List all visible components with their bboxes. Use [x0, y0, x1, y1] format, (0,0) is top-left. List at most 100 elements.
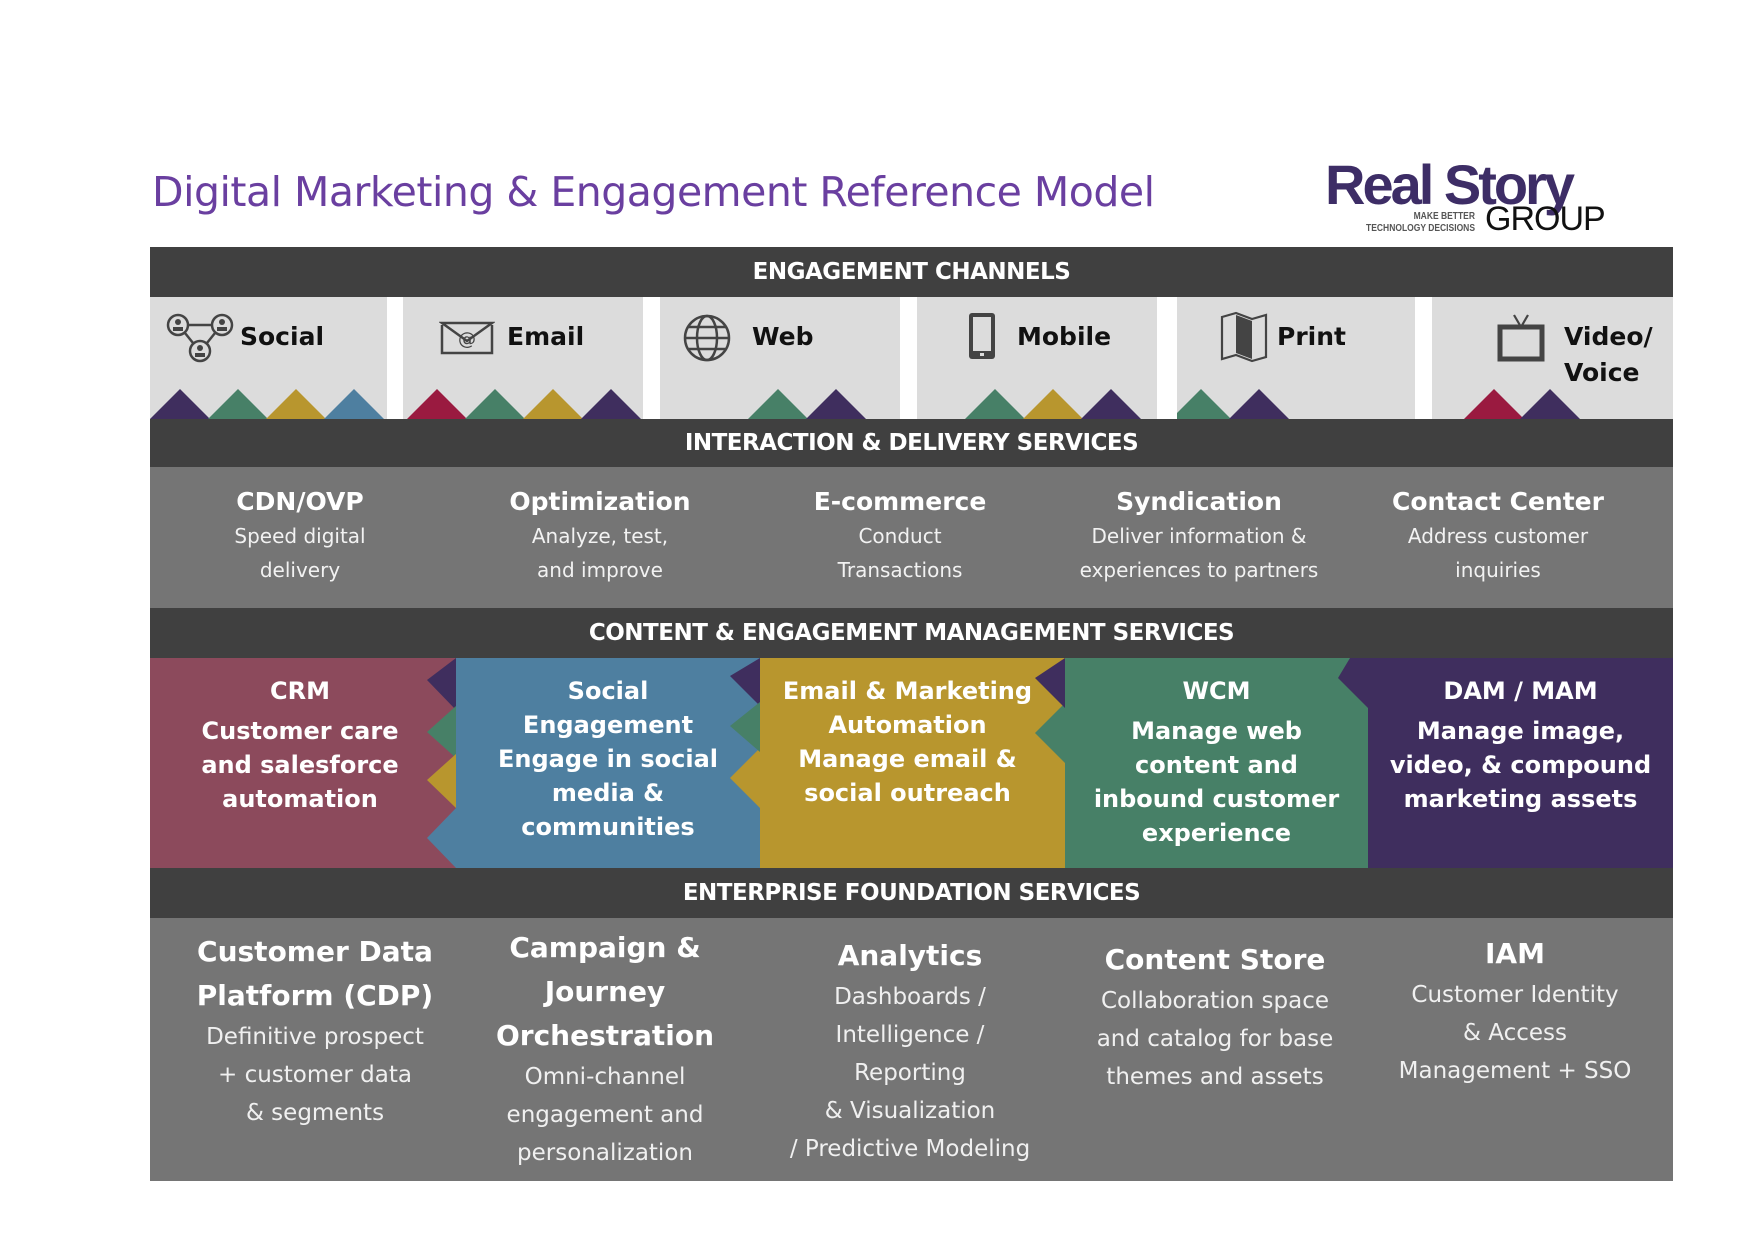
- service-name: DAM / MAM: [1443, 677, 1598, 705]
- channel-video-voice: Video/ Voice: [1432, 297, 1673, 419]
- channel-marker-wcm: [965, 389, 1025, 419]
- service-name: CRM: [270, 677, 330, 705]
- crm-panel-bg: [150, 658, 470, 868]
- service-cdn-ovp: CDN/OVP Speed digital delivery: [150, 467, 450, 587]
- svg-text:@: @: [458, 329, 476, 350]
- print-map-icon: [1220, 311, 1268, 363]
- channel-label: Print: [1277, 322, 1346, 351]
- globe-icon: [683, 314, 731, 362]
- email-panel-bg: [730, 658, 1065, 868]
- connector-dam-marker: [1035, 658, 1065, 708]
- service-name: CDN/OVP: [236, 487, 364, 516]
- channel-label: Web: [752, 322, 814, 351]
- service-description: Customer care and salesforce automation: [201, 717, 399, 813]
- service-campaign-journey-orchestration: Campaign & Journey Orchestration Omni-ch…: [455, 926, 755, 1172]
- service-description: Customer Identity & Access Management + …: [1398, 982, 1632, 1084]
- service-description: Omni-channel engagement and personalizat…: [506, 1064, 704, 1166]
- service-analytics: Analytics Dashboards / Intelligence / Re…: [750, 934, 1070, 1168]
- channel-marker-dam: [1229, 389, 1289, 419]
- interaction-delivery-row: CDN/OVP Speed digital delivery Optimizat…: [150, 467, 1673, 608]
- channel-print: Print: [1177, 297, 1415, 419]
- service-name: Syndication: [1116, 487, 1282, 516]
- service-optimization: Optimization Analyze, test, and improve: [450, 467, 750, 587]
- service-name: Optimization: [509, 487, 691, 516]
- service-description: Address customer inquiries: [1407, 524, 1589, 582]
- section-header-interaction-delivery: INTERACTION & DELIVERY SERVICES: [150, 419, 1673, 467]
- channel-marker-email: [523, 389, 583, 419]
- channel-email: @ Email: [403, 297, 643, 419]
- logo-group-text: GROUP: [1485, 200, 1606, 238]
- social-network-icon: [166, 313, 234, 363]
- social-panel-bg: [427, 658, 760, 868]
- channel-web: Web: [660, 297, 900, 419]
- section-header-enterprise-foundation: ENTERPRISE FOUNDATION SERVICES: [150, 868, 1673, 918]
- channel-marker-dam: [150, 389, 210, 419]
- service-description: Dashboards / Intelligence / Reporting & …: [789, 984, 1031, 1162]
- channel-label: Email: [507, 322, 585, 351]
- service-description: Collaboration space and catalog for base…: [1096, 988, 1334, 1090]
- section-header-content-engagement: CONTENT & ENGAGEMENT MANAGEMENT SERVICES: [150, 608, 1673, 658]
- service-name: WCM: [1182, 677, 1251, 705]
- service-name: Social Engagement: [522, 677, 694, 739]
- service-name: Campaign & Journey Orchestration: [495, 931, 715, 1052]
- content-engagement-row: CRM Customer care and salesforce automat…: [150, 658, 1673, 868]
- channel-marker-dam: [1081, 389, 1141, 419]
- service-description: Engage in social media & communities: [498, 745, 718, 841]
- service-name: Email & Marketing Automation: [782, 677, 1033, 739]
- service-name: E-commerce: [813, 487, 987, 516]
- channel-label: Social: [240, 322, 325, 351]
- service-description: Deliver information & experiences to par…: [1079, 524, 1319, 582]
- real-story-group-logo: Real Story MAKE BETTER TECHNOLOGY DECISI…: [1325, 153, 1675, 240]
- content-panels-background: [150, 658, 1673, 868]
- service-ecommerce: E-commerce Conduct Transactions: [750, 467, 1050, 587]
- channel-label: Mobile: [1017, 322, 1112, 351]
- channel-label: Video/ Voice: [1564, 322, 1653, 387]
- service-description: Definitive prospect + customer data & se…: [206, 1024, 424, 1126]
- dam-panel-bg: [1338, 658, 1673, 868]
- channel-marker-dam: [1520, 389, 1580, 419]
- channel-mobile: Mobile: [917, 297, 1157, 419]
- logo-wordmark: Real Story: [1325, 153, 1575, 216]
- channel-marker-wcm: [748, 389, 808, 419]
- channel-marker-dam: [806, 389, 866, 419]
- service-description: Speed digital delivery: [234, 524, 366, 582]
- enterprise-foundation-row: Customer Data Platform (CDP) Definitive …: [150, 918, 1673, 1181]
- mobile-phone-icon: [969, 313, 995, 359]
- channel-marker-email: [1023, 389, 1083, 419]
- channel-marker-red: [1464, 389, 1524, 419]
- service-wcm: WCM Manage web content and inbound custo…: [1065, 658, 1368, 868]
- service-name: Customer Data Platform (CDP): [196, 935, 434, 1012]
- connector-wcm-marker: [730, 702, 760, 752]
- service-description: Manage email & social outreach: [798, 745, 1017, 807]
- channel-social: Social: [150, 297, 387, 419]
- service-email-marketing-automation: Email & Marketing Automation Manage emai…: [750, 658, 1065, 868]
- reference-model-diagram: ENGAGEMENT CHANNELS Social @ Email: [150, 247, 1673, 1181]
- page-title: Digital Marketing & Engagement Reference…: [152, 168, 1155, 216]
- service-content-store: Content Store Collaboration space and ca…: [1065, 938, 1365, 1096]
- channel-marker-wcm: [208, 389, 268, 419]
- connector-dam-marker: [427, 658, 456, 710]
- email-envelope-icon: @: [439, 321, 495, 355]
- channel-marker-dam: [581, 389, 641, 419]
- logo-tagline-line-1: MAKE BETTER: [1413, 211, 1475, 222]
- engagement-channels-row: Social @ Email W: [150, 297, 1673, 419]
- service-description: Analyze, test, and improve: [531, 524, 669, 582]
- connector-wcm-marker: [427, 706, 456, 758]
- service-cdp: Customer Data Platform (CDP) Definitive …: [165, 930, 465, 1132]
- channel-marker-social: [324, 389, 384, 419]
- connector-dam-marker: [730, 658, 760, 706]
- service-crm: CRM Customer care and salesforce automat…: [150, 658, 450, 868]
- wcm-panel-bg: [1035, 658, 1368, 868]
- service-dam-mam: DAM / MAM Manage image, video, & compoun…: [1368, 658, 1673, 868]
- logo-tagline: MAKE BETTER TECHNOLOGY DECISIONS: [1348, 211, 1475, 235]
- channel-marker-wcm: [465, 389, 525, 419]
- connector-email-marker: [427, 754, 456, 808]
- service-name: Contact Center: [1392, 487, 1604, 516]
- service-description: Conduct Transactions: [837, 524, 963, 582]
- service-iam: IAM Customer Identity & Access Managemen…: [1365, 932, 1665, 1090]
- service-name: Analytics: [837, 939, 983, 972]
- service-description: Manage web content and inbound customer …: [1093, 717, 1340, 847]
- service-contact-center: Contact Center Address customer inquirie…: [1348, 467, 1648, 587]
- logo-tagline-line-2: TECHNOLOGY DECISIONS: [1366, 223, 1475, 234]
- tv-icon: [1497, 314, 1545, 362]
